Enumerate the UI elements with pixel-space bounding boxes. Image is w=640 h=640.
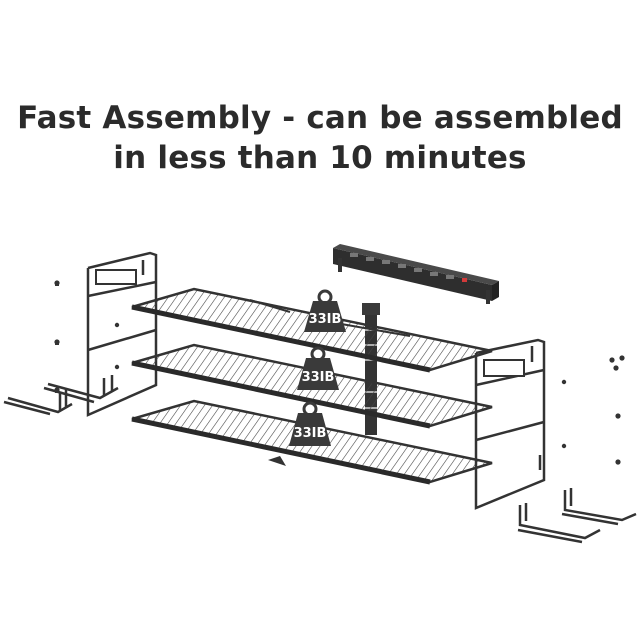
screw-icon (54, 339, 60, 345)
shelf-top-load-label: 33IB (309, 312, 342, 327)
hook-icon (43, 375, 119, 404)
screw-icon (561, 443, 567, 449)
screw-icon (615, 413, 621, 419)
shelf-middle-load-label: 33IB (302, 370, 335, 385)
screw-icon (114, 364, 120, 370)
hook-icon (3, 389, 73, 416)
left-side-bracket (86, 251, 158, 417)
weight-icon: 33IB (304, 289, 346, 332)
right-hooks (517, 488, 637, 544)
screw-icon (615, 459, 621, 465)
screw-icon (54, 387, 60, 393)
headline: Fast Assembly - can be assembled in less… (0, 98, 640, 178)
screw-icon (619, 355, 625, 361)
screw-icon (54, 280, 60, 286)
headline-line-1: Fast Assembly - can be assembled (17, 100, 623, 136)
left-hooks (3, 375, 119, 416)
right-side-bracket (474, 338, 546, 510)
left-screws (54, 280, 120, 393)
screw-icon (609, 357, 615, 363)
hook-icon (561, 488, 637, 526)
screw-icon (561, 379, 567, 385)
weight-icon: 33IB (289, 401, 331, 446)
headline-line-2: in less than 10 minutes (113, 140, 527, 176)
hook-icon (517, 503, 601, 544)
right-screws (561, 355, 625, 465)
screw-icon (613, 365, 619, 371)
weight-icon: 33IB (297, 346, 339, 390)
power-strip-icon (333, 244, 499, 304)
screw-icon (114, 322, 120, 328)
shelf-bottom-load-label: 33IB (294, 426, 327, 441)
